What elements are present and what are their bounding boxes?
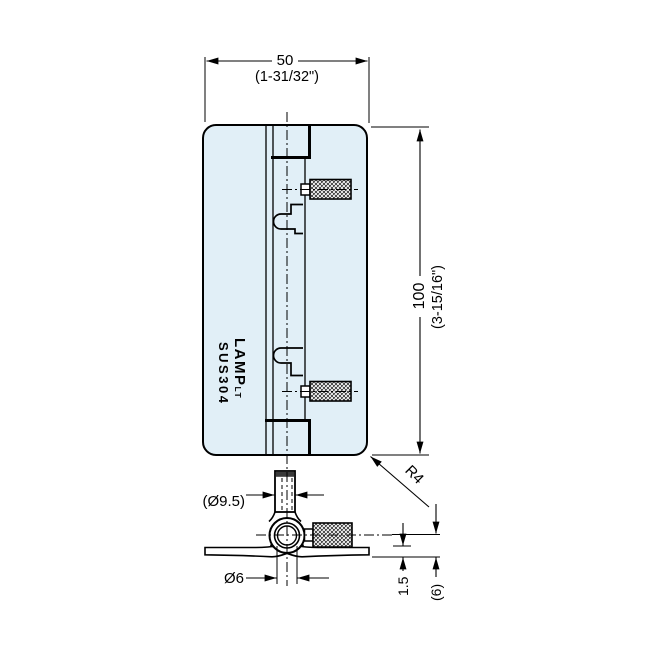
pin-neck-flares [268, 511, 302, 523]
front-view: LAMPLT SUS304 [202, 124, 368, 456]
knuckle-strip-lines [265, 125, 306, 455]
brand-mark-text: LT [233, 387, 243, 400]
knuckle-diameter-label: (Ø9.5) [202, 493, 245, 510]
corner-radius-label: R4 [401, 462, 427, 488]
hinge-body [202, 124, 368, 456]
material-stamp: SUS304 [216, 342, 231, 405]
hole-diameter-label: Ø6 [224, 570, 244, 587]
leaf-thickness-label: 1.5 [395, 576, 411, 596]
hidden-hole-lines [281, 478, 293, 511]
text-masks [272, 51, 425, 317]
height-mm-label: 100 [411, 283, 428, 310]
lower-hook-slot [272, 347, 303, 377]
offset-height-label: (6) [428, 584, 444, 601]
brand-stamp: LAMPLT [231, 338, 248, 399]
width-inch-label: (1-31/32") [255, 69, 319, 85]
centerlines [256, 112, 392, 586]
height-inch-label: (3-15/16") [430, 265, 446, 329]
hook-slots [272, 203, 303, 377]
extension-lines [204, 57, 440, 584]
width-mm-label: 50 [277, 52, 294, 69]
pin-cylinder [274, 470, 296, 513]
upper-hook-slot [272, 203, 303, 235]
radius-leader-line [370, 456, 430, 508]
leaf-step-cuts [265, 125, 311, 455]
brand-text: LAMP [231, 338, 248, 387]
pin-cap-hatch [275, 471, 295, 477]
